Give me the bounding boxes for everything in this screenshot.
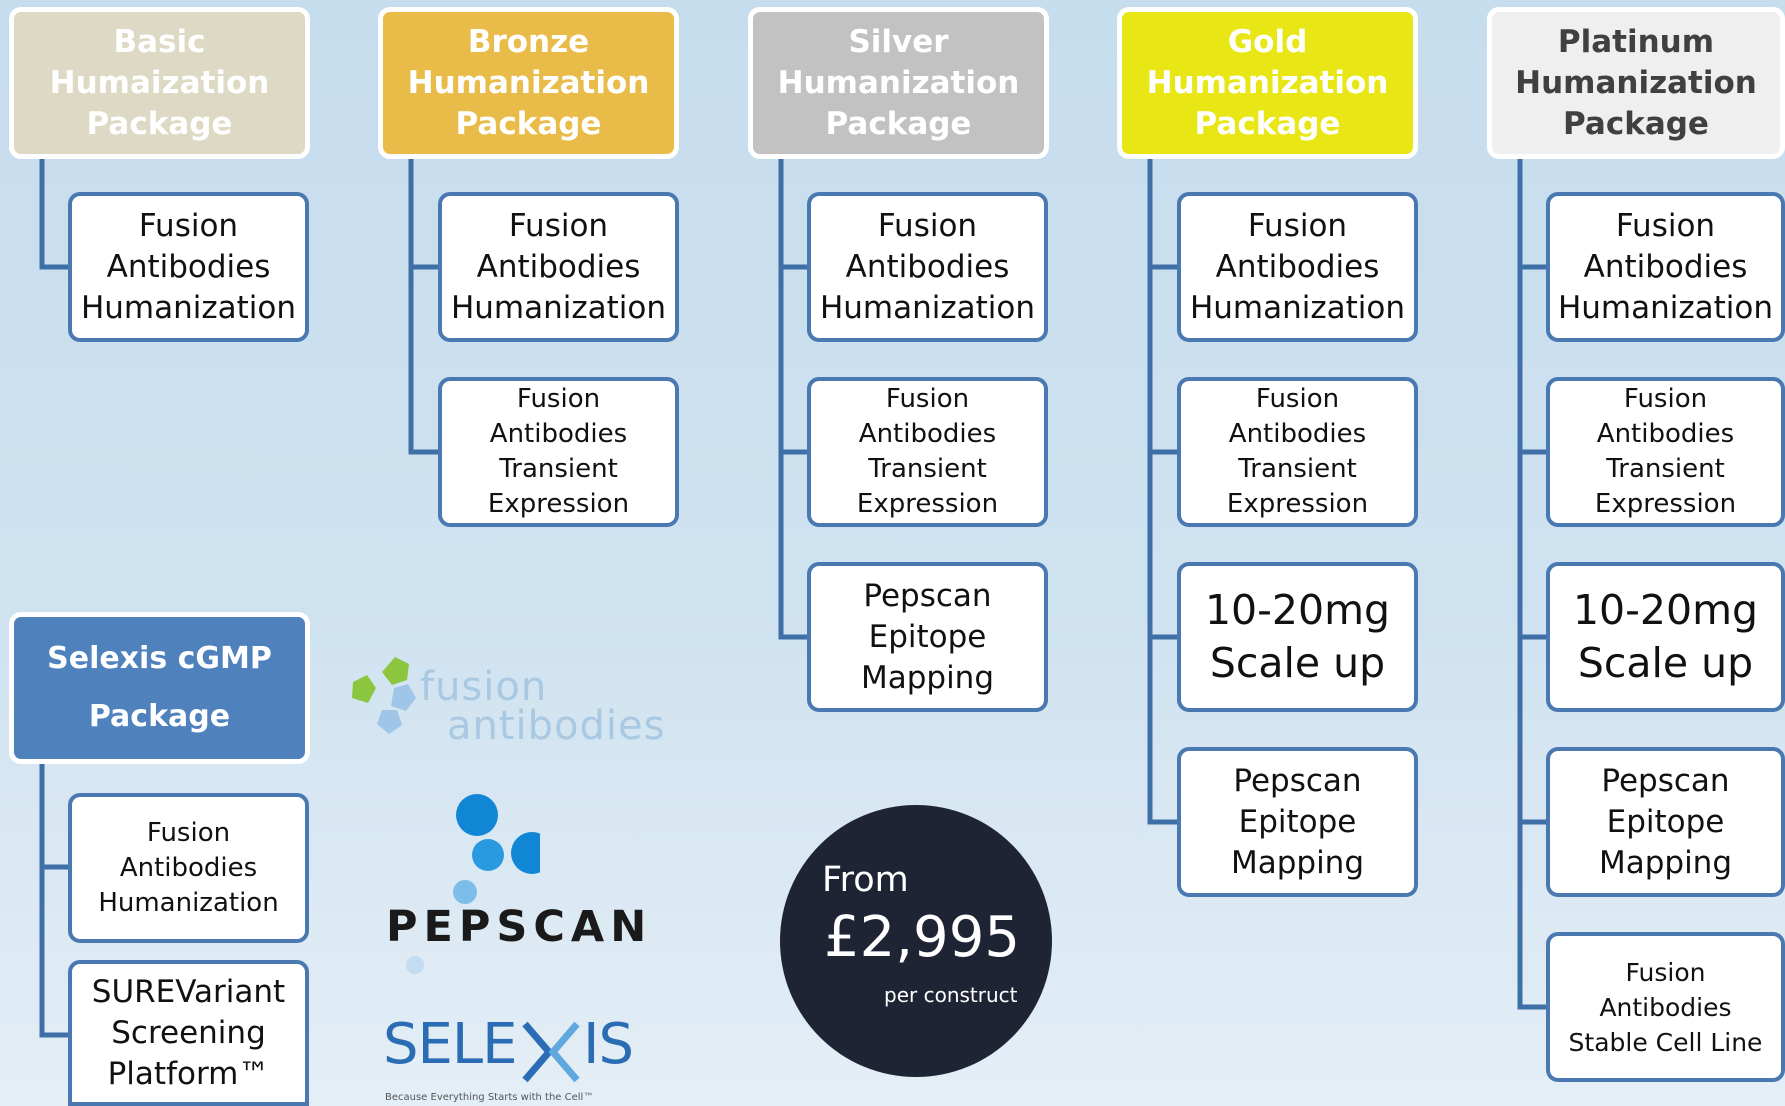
- pepscan-dots-icon: [406, 794, 540, 974]
- gold-item-transient-expression: Fusion Antibodies Transient Expression: [1177, 377, 1418, 527]
- silver-item-epitope-mapping: Pepscan Epitope Mapping: [807, 562, 1048, 712]
- gold-package-header: Gold Humanization Package: [1117, 7, 1418, 159]
- bronze-item-transient-expression: Fusion Antibodies Transient Expression: [438, 377, 679, 527]
- selexis-logo-text-right: IS: [583, 1012, 634, 1077]
- platinum-package-header: Platinum Humanization Package: [1487, 7, 1785, 159]
- selexis-logo: SELE IS Because Everything Starts with t…: [383, 1012, 673, 1106]
- platinum-item-epitope-mapping: Pepscan Epitope Mapping: [1546, 747, 1785, 897]
- gold-item-scale-up: 10-20mg Scale up: [1177, 562, 1418, 712]
- price-from: From: [822, 860, 909, 900]
- selexis-logo-text-left: SELE: [383, 1012, 518, 1077]
- selexis-package-header: Selexis cGMP Package: [9, 612, 310, 764]
- basic-package-header: Basic Humaization Package: [9, 7, 310, 159]
- price-amount: £2,995: [824, 905, 1020, 970]
- fusion-antibodies-logo: fusion antibodies: [340, 650, 670, 760]
- pepscan-logo-text: PEPSCAN: [386, 902, 653, 952]
- price-unit: per construct: [884, 983, 1018, 1007]
- selexis-item-surevariant: SUREVariant Screening Platform™: [68, 960, 309, 1106]
- silver-package-header: Silver Humanization Package: [748, 7, 1049, 159]
- fusion-pentagon-icon: [352, 657, 416, 734]
- gold-item-humanization: Fusion Antibodies Humanization: [1177, 192, 1418, 342]
- selexis-tagline: Because Everything Starts with the Cell™: [385, 1092, 594, 1103]
- price-badge: From £2,995 per construct: [780, 805, 1052, 1077]
- gold-item-epitope-mapping: Pepscan Epitope Mapping: [1177, 747, 1418, 897]
- silver-item-humanization: Fusion Antibodies Humanization: [807, 192, 1048, 342]
- selexis-item-humanization: Fusion Antibodies Humanization: [68, 793, 309, 943]
- basic-item-humanization: Fusion Antibodies Humanization: [68, 192, 309, 342]
- fusion-logo-line1: fusion: [420, 664, 548, 710]
- bronze-item-humanization: Fusion Antibodies Humanization: [438, 192, 679, 342]
- selexis-x-icon: [522, 1021, 580, 1083]
- platinum-item-scale-up: 10-20mg Scale up: [1546, 562, 1785, 712]
- platinum-item-stable-cell-line: Fusion Antibodies Stable Cell Line: [1546, 932, 1785, 1082]
- fusion-logo-line2: antibodies: [447, 703, 666, 749]
- pepscan-logo: PEPSCAN: [380, 790, 660, 980]
- silver-item-transient-expression: Fusion Antibodies Transient Expression: [807, 377, 1048, 527]
- bronze-package-header: Bronze Humanization Package: [378, 7, 679, 159]
- platinum-item-transient-expression: Fusion Antibodies Transient Expression: [1546, 377, 1785, 527]
- platinum-item-humanization: Fusion Antibodies Humanization: [1546, 192, 1785, 342]
